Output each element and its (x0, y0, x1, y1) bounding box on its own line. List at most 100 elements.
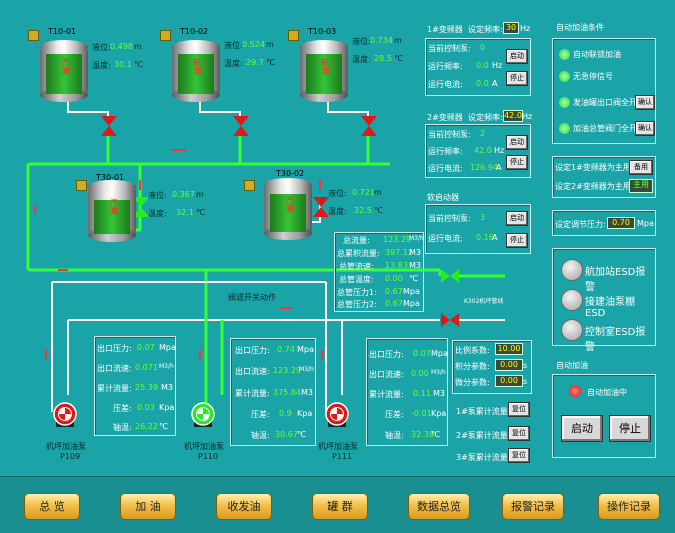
condition-label: 自动联锁加油 (573, 50, 621, 59)
valve-icon[interactable] (440, 312, 460, 328)
pump-id: P111 (332, 452, 353, 461)
main-temp-value: 0.00 (385, 274, 403, 283)
press-set-input[interactable]: 0.70 (607, 217, 635, 229)
tank-level-value: 0.498 (110, 42, 133, 51)
unit: m (196, 190, 204, 199)
vfd2-title: 2#变频器 (427, 113, 463, 122)
tank-t10-02[interactable]: 航油 (172, 40, 220, 102)
nav-receive-send-button[interactable]: 收发油 (216, 493, 272, 520)
soft-starter-panel: 当前控制泵: 3 运行电流: 0.16 A 启动 停止 (425, 204, 531, 254)
pump-name: 机坪加油泵 (318, 442, 358, 451)
pid-d-input[interactable]: 0.00 (495, 375, 523, 387)
valve-icon[interactable] (312, 196, 330, 218)
nav-alarm-log-button[interactable]: 报警记录 (502, 493, 564, 520)
tank-name: T10-01 (48, 27, 77, 36)
label: 当前控制泵: (428, 130, 471, 139)
label: 积分参数: (455, 362, 490, 371)
tank-indicator (28, 30, 39, 41)
pid-p-input[interactable]: 10.00 (495, 343, 523, 355)
tank-t30-01[interactable]: 汽油 (88, 180, 136, 242)
pump-icon[interactable] (324, 402, 350, 428)
soft-ctrl-value: 3 (480, 213, 486, 222)
pump-p111-panel: 出口压力: 0.07 Mpa 出口流速: 0.00 M3/h 累计流量: 0.1… (366, 338, 448, 446)
label-temp: 温度: (352, 55, 371, 64)
unit: M3 (301, 388, 313, 397)
vfd1-stop-button[interactable]: 停止 (506, 71, 528, 86)
label: 总累积流量: (337, 249, 380, 258)
tank-product: 汽油 (61, 58, 70, 74)
unit: ℃ (159, 422, 168, 431)
tank-product: 汽油 (285, 196, 294, 212)
label: 总管压力2: (337, 300, 377, 309)
vfd1-freq-set-input[interactable]: 30 (503, 22, 519, 34)
tank-name: T30-02 (276, 169, 305, 178)
pump-icon[interactable] (190, 402, 216, 428)
vfd1-main-button[interactable]: 备用 (629, 160, 653, 175)
label: 总管温度: (339, 275, 374, 284)
label: 轴温: (385, 431, 404, 440)
valve-icon[interactable] (100, 115, 118, 137)
label: 运行电流: (428, 80, 463, 89)
tank-product: 航油 (321, 58, 330, 74)
nav-tank-group-button[interactable]: 罐 群 (312, 493, 368, 520)
unit: ℃ (431, 430, 440, 439)
label: 当前控制泵: (428, 214, 471, 223)
esd-label: 接建油泵棚ESD (585, 297, 635, 319)
condition-label: 加油总管阀门全开 (573, 124, 637, 133)
label-level: 液位: (224, 41, 243, 50)
auto-fuel-start-button[interactable]: 启动 (561, 415, 603, 442)
pump2-reset-button[interactable]: 复位 (508, 426, 530, 441)
vfd1-start-button[interactable]: 启动 (506, 49, 528, 64)
label-temp: 温度: (92, 61, 111, 70)
tank-level-value: 0.721 (352, 188, 375, 197)
pump-dp-value: 0.9 (279, 409, 292, 418)
total-acc-value: 397.12 (385, 248, 413, 257)
valve-icon[interactable] (360, 115, 378, 137)
pump3-reset-button[interactable]: 复位 (508, 448, 530, 463)
unit: Mpa (637, 219, 654, 228)
tank-level-value: 0.734 (370, 36, 393, 45)
label-level: 液位: (148, 191, 167, 200)
nav-data-overview-button[interactable]: 数据总览 (408, 493, 470, 520)
vfd2-main-button[interactable]: 主用 (629, 179, 653, 193)
pump1-reset-button[interactable]: 复位 (508, 402, 530, 417)
pump-icon[interactable] (52, 402, 78, 428)
valve-icon[interactable] (440, 268, 460, 284)
nav-operation-log-button[interactable]: 操作记录 (598, 493, 660, 520)
pump-temp-value: 26.22 (135, 422, 158, 431)
auto-fuel-title: 自动加油 (556, 361, 588, 370)
vfd2-start-button[interactable]: 启动 (506, 135, 528, 150)
unit: s (523, 377, 528, 386)
valve-icon[interactable] (132, 196, 150, 218)
vfd2-freq-set-input[interactable]: 42.0 (503, 110, 523, 122)
tank-indicator (76, 180, 87, 191)
pump-dp-value: 0.03 (137, 403, 155, 412)
valve-icon[interactable] (232, 115, 250, 137)
nav-overview-button[interactable]: 总 览 (24, 493, 80, 520)
pump-out-press-value: 0.07 (413, 349, 431, 358)
unit: Kpa (297, 409, 313, 418)
confirm-button[interactable]: 确认 (635, 121, 655, 136)
auto-fuel-stop-button[interactable]: 停止 (609, 415, 651, 442)
pump-id: P110 (198, 452, 219, 461)
nav-fueling-button[interactable]: 加 油 (120, 493, 176, 520)
label: 微分参数: (455, 378, 490, 387)
unit: M3 (161, 383, 173, 392)
soft-stop-button[interactable]: 停止 (506, 233, 528, 248)
unit: Hz (522, 112, 533, 121)
label: 累计流量: (97, 384, 132, 393)
tank-t30-02[interactable]: 汽油 (264, 178, 312, 240)
confirm-button[interactable]: 确认 (635, 95, 655, 110)
soft-start-button[interactable]: 启动 (506, 211, 528, 226)
tank-temp-value: 30.1 (114, 60, 132, 69)
tank-t10-03[interactable]: 航油 (300, 40, 348, 102)
tank-t10-01[interactable]: 汽油 (40, 40, 88, 102)
pump-p109-panel: 出口压力: 0.07 Mpa 出口流速: 0.071 M3/h 累计流量: 25… (94, 336, 176, 436)
pid-i-input[interactable]: 0.00 (495, 359, 523, 371)
vfd2-stop-button[interactable]: 停止 (506, 155, 528, 170)
status-led (559, 123, 570, 134)
unit: Kpa (431, 409, 447, 418)
soft-cur-value: 0.16 (476, 233, 494, 242)
unit: M3 (409, 261, 421, 270)
status-led (559, 97, 570, 108)
